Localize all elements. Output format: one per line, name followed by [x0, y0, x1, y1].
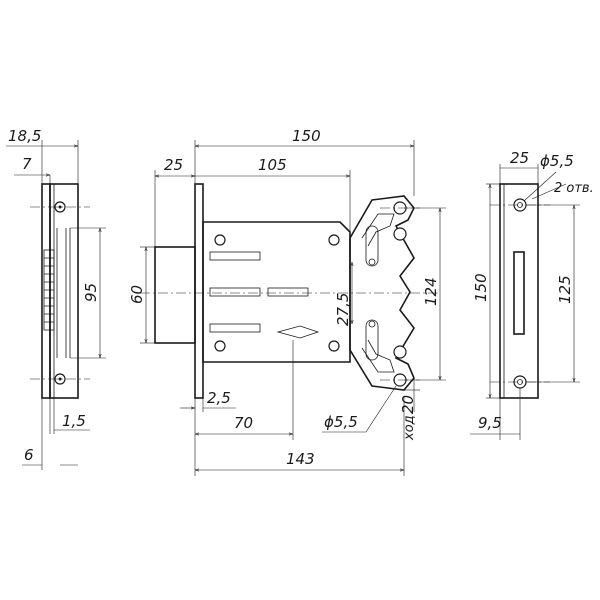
dim-throw-label: ход [402, 415, 417, 441]
strike-holes-note: 2 отв. [554, 181, 594, 196]
front-view: 150 25 105 60 124 27,5 2,5 70 ϕ5, [128, 127, 446, 476]
dim-strike-offset: 9,5 [478, 414, 502, 432]
dim-case-length: 105 [258, 156, 287, 174]
strike-plate [499, 183, 539, 399]
bolt-assembly [349, 195, 415, 391]
side-view: 18,5 7 95 1,5 6 [6, 127, 106, 470]
side-body [49, 183, 79, 399]
case-hole-1 [214, 234, 226, 246]
dim-side-height: 95 [82, 283, 100, 302]
dim-side-edge: 1,5 [62, 412, 86, 430]
strike-slot [513, 251, 525, 335]
dim-side-thickness: 18,5 [8, 127, 41, 145]
strike-view: 25 ϕ5,5 2 отв. 150 125 9,5 [470, 149, 594, 440]
dim-faceplate-gap: 2,5 [207, 389, 231, 407]
dim-throw: 20 [399, 395, 417, 414]
front-faceplate [194, 183, 204, 399]
case-hole-4 [328, 340, 340, 352]
side-faceplate [41, 183, 51, 399]
dim-strike-height: 150 [472, 273, 490, 302]
dim-spacing: 27,5 [334, 293, 352, 326]
bolt-slot-bottom [365, 319, 379, 361]
dim-hole-diameter: ϕ5,5 [324, 413, 358, 431]
case-hole-3 [328, 234, 340, 246]
dim-bolt-height: 124 [422, 277, 440, 306]
dim-strike-spacing: 125 [556, 275, 574, 304]
dim-side-min: 6 [24, 446, 34, 464]
bolt-slot-top [365, 225, 379, 267]
cylinder [154, 246, 196, 344]
dim-total-length: 143 [286, 450, 315, 468]
latch-slot [267, 287, 309, 297]
dim-cylinder-height: 60 [128, 285, 146, 304]
dim-strike-width: 25 [510, 149, 529, 167]
key-cam [276, 325, 320, 339]
dim-center-distance: 70 [234, 414, 253, 432]
dim-backset: 25 [164, 156, 183, 174]
dim-strike-hole: ϕ5,5 [540, 152, 574, 170]
case-hole-2 [214, 340, 226, 352]
lock-case [202, 221, 351, 363]
dim-side-offset: 7 [22, 155, 32, 173]
dim-overall-length: 150 [292, 127, 321, 145]
